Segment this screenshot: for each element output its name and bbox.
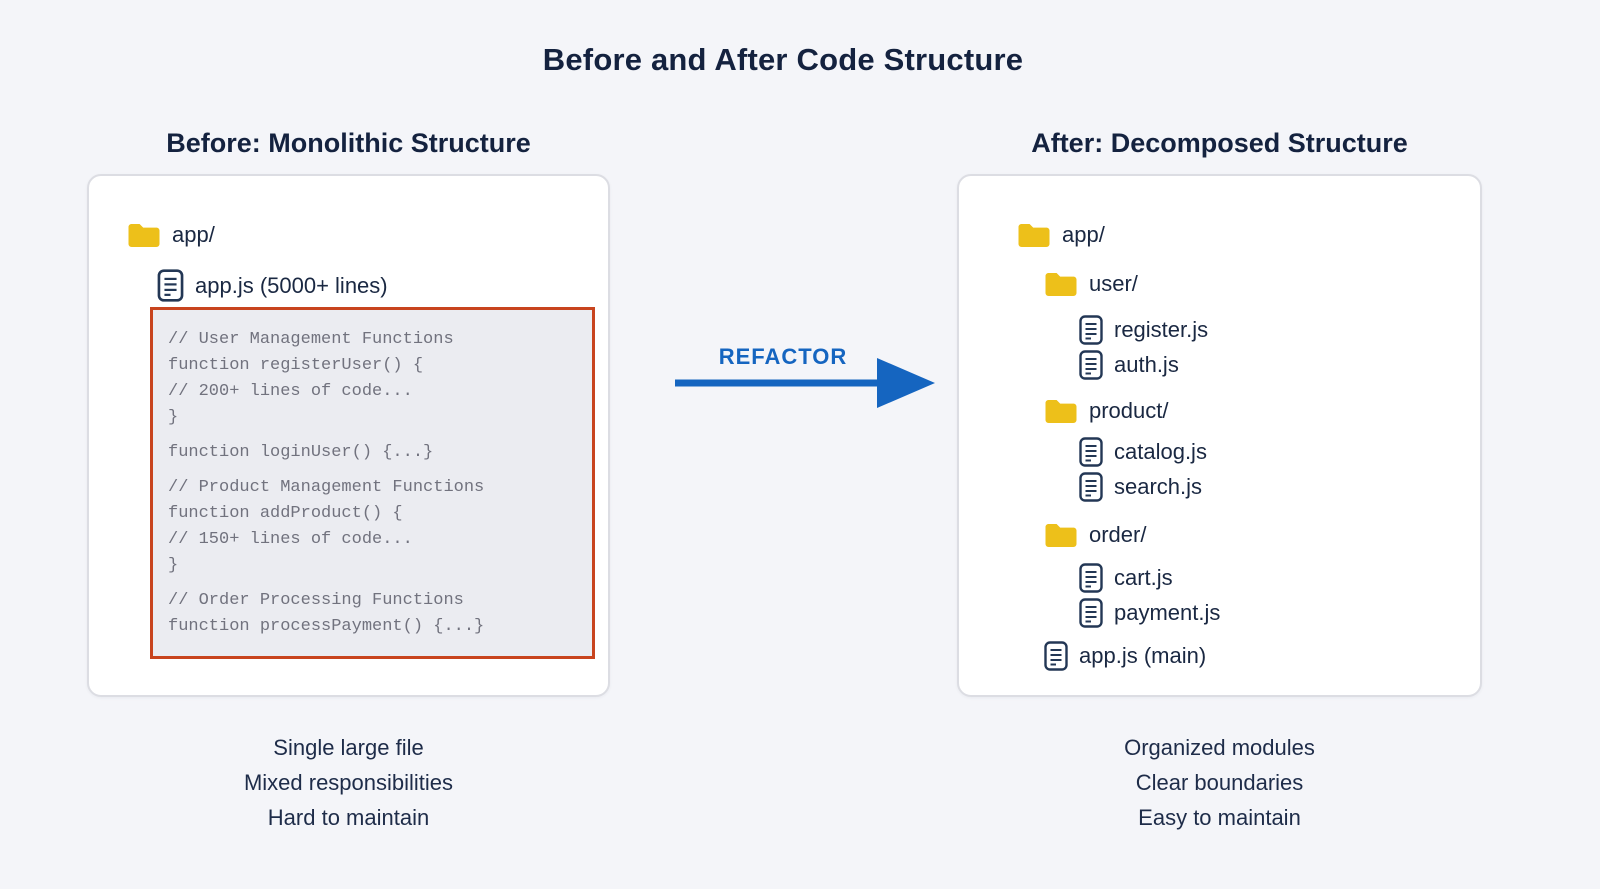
tree-item-label: app.js (main): [1079, 642, 1207, 668]
caption-line: Mixed responsibilities: [243, 770, 454, 795]
file-icon: [1079, 349, 1103, 380]
tree-item-product-folder: product/: [1044, 393, 1480, 428]
file-icon: [1079, 436, 1103, 467]
code-line: function processPayment() {...}: [168, 617, 485, 636]
folder-icon: [127, 221, 161, 249]
tree-item-label: search.js: [1114, 473, 1203, 499]
file-icon: [1079, 562, 1103, 593]
tree-item-cart-file: cart.js: [1079, 560, 1480, 595]
tree-item-appjs-file: app.js (5000+ lines): [157, 268, 608, 303]
tree-item-label: app.js (5000+ lines): [195, 272, 388, 298]
tree-item-label: order/: [1089, 521, 1147, 547]
folder-icon: [1017, 221, 1051, 249]
code-line: }: [168, 408, 179, 427]
folder-icon: [1044, 397, 1078, 425]
tree-item-app-folder: app/: [1017, 217, 1480, 252]
before-panel: app/ app.js (5000+ lines) // User Manage…: [87, 174, 610, 697]
before-captions: Single large file Mixed responsibilities…: [87, 730, 610, 835]
tree-item-label: app/: [1062, 221, 1105, 247]
tree-item-label: cart.js: [1114, 564, 1173, 590]
tree-item-label: app/: [172, 221, 215, 247]
code-line: function loginUser() {...}: [168, 443, 434, 462]
after-captions: Organized modules Clear boundaries Easy …: [957, 730, 1482, 835]
code-group-user: // User Management Functions function re…: [168, 327, 584, 431]
tree-item-user-folder: user/: [1044, 266, 1480, 301]
tree-item-search-file: search.js: [1079, 469, 1480, 504]
code-line: // 200+ lines of code...: [168, 382, 413, 401]
folder-icon: [1044, 270, 1078, 298]
code-line: function addProduct() {: [168, 504, 403, 523]
caption-line: Organized modules: [1124, 735, 1315, 760]
tree-item-appjs-main-file: app.js (main): [1044, 638, 1480, 673]
caption-line: Single large file: [273, 735, 424, 760]
file-icon: [1079, 597, 1103, 628]
tree-item-label: register.js: [1114, 316, 1209, 342]
tree-item-label: product/: [1089, 397, 1169, 423]
after-heading: After: Decomposed Structure: [1031, 128, 1408, 158]
tree-item-auth-file: auth.js: [1079, 347, 1480, 382]
code-line: // User Management Functions: [168, 330, 454, 349]
code-group-product: // Product Management Functions function…: [168, 475, 584, 579]
file-icon: [1044, 640, 1068, 671]
caption-line: Hard to maintain: [267, 805, 430, 830]
file-icon: [1079, 471, 1103, 502]
file-icon: [157, 269, 184, 302]
tree-item-label: payment.js: [1114, 599, 1221, 625]
page-title: Before and After Code Structure: [542, 42, 1024, 77]
code-line: function registerUser() {: [168, 356, 424, 375]
right-arrow-icon: [675, 358, 935, 408]
refactor-label: REFACTOR: [718, 344, 848, 369]
tree-item-payment-file: payment.js: [1079, 595, 1480, 630]
tree-item-register-file: register.js: [1079, 312, 1480, 347]
code-line: // 150+ lines of code...: [168, 530, 413, 549]
tree-item-label: user/: [1089, 270, 1138, 296]
file-icon: [1079, 314, 1103, 345]
caption-line: Easy to maintain: [1138, 805, 1301, 830]
code-group-login: function loginUser() {...}: [168, 440, 584, 466]
code-line: // Product Management Functions: [168, 478, 485, 497]
tree-item-label: catalog.js: [1114, 438, 1207, 464]
code-line: }: [168, 556, 179, 575]
after-panel: app/ user/ register.js auth.js product/: [957, 174, 1482, 697]
refactor-arrow-group: REFACTOR: [641, 344, 935, 416]
folder-icon: [1044, 521, 1078, 549]
tree-item-app-folder: app/: [127, 217, 608, 252]
before-heading: Before: Monolithic Structure: [166, 128, 531, 158]
tree-item-catalog-file: catalog.js: [1079, 434, 1480, 469]
tree-item-order-folder: order/: [1044, 517, 1480, 552]
caption-line: Clear boundaries: [1135, 770, 1304, 795]
tree-item-label: auth.js: [1114, 351, 1179, 377]
code-group-order: // Order Processing Functions function p…: [168, 588, 584, 640]
monolith-code-block: // User Management Functions function re…: [150, 307, 595, 659]
code-line: // Order Processing Functions: [168, 591, 464, 610]
